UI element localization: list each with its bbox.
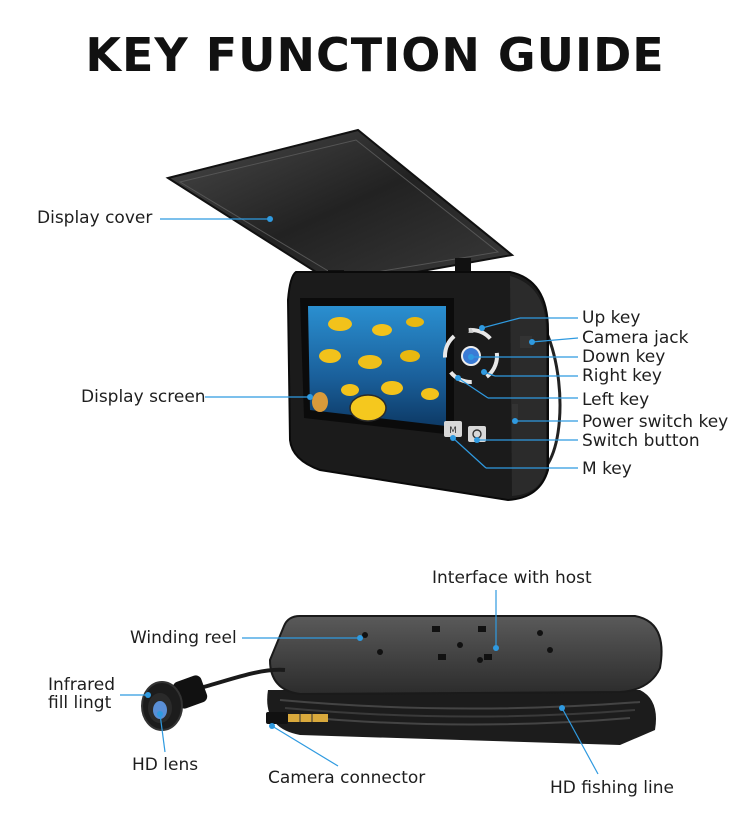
monitor-device: ▲ M: [165, 128, 562, 502]
underwater-camera: [141, 675, 208, 731]
label-interface-with-host: Interface with host: [432, 568, 592, 588]
camera-connector: [266, 712, 328, 724]
winding-reel-device: [141, 615, 663, 745]
svg-text:M: M: [449, 426, 457, 436]
label-hd-lens: HD lens: [132, 755, 199, 775]
label-down-key: Down key: [582, 347, 666, 367]
label-right-key: Right key: [582, 366, 662, 386]
label-camera-jack: Camera jack: [582, 328, 689, 348]
label-camera-connector: Camera connector: [268, 768, 426, 788]
label-display-cover: Display cover: [37, 208, 153, 228]
label-switch-button: Switch button: [582, 431, 700, 451]
label-display-screen: Display screen: [81, 387, 206, 407]
label-hd-fishing-line: HD fishing line: [550, 778, 674, 798]
page-title: KEY FUNCTION GUIDE: [85, 28, 665, 82]
leader-lines: [120, 216, 599, 775]
label-winding-reel: Winding reel: [130, 628, 237, 648]
label-m-key: M key: [582, 459, 632, 479]
label-infrared-fill-light-line1: Infrared: [48, 675, 116, 695]
label-infrared-fill-light-line2: fill lingt: [48, 693, 112, 713]
display-screen: [300, 298, 454, 435]
label-power-switch-key: Power switch key: [582, 412, 729, 432]
display-cover: [165, 128, 515, 288]
label-left-key: Left key: [582, 390, 650, 410]
label-up-key: Up key: [582, 308, 641, 328]
svg-text:▲: ▲: [468, 326, 474, 334]
